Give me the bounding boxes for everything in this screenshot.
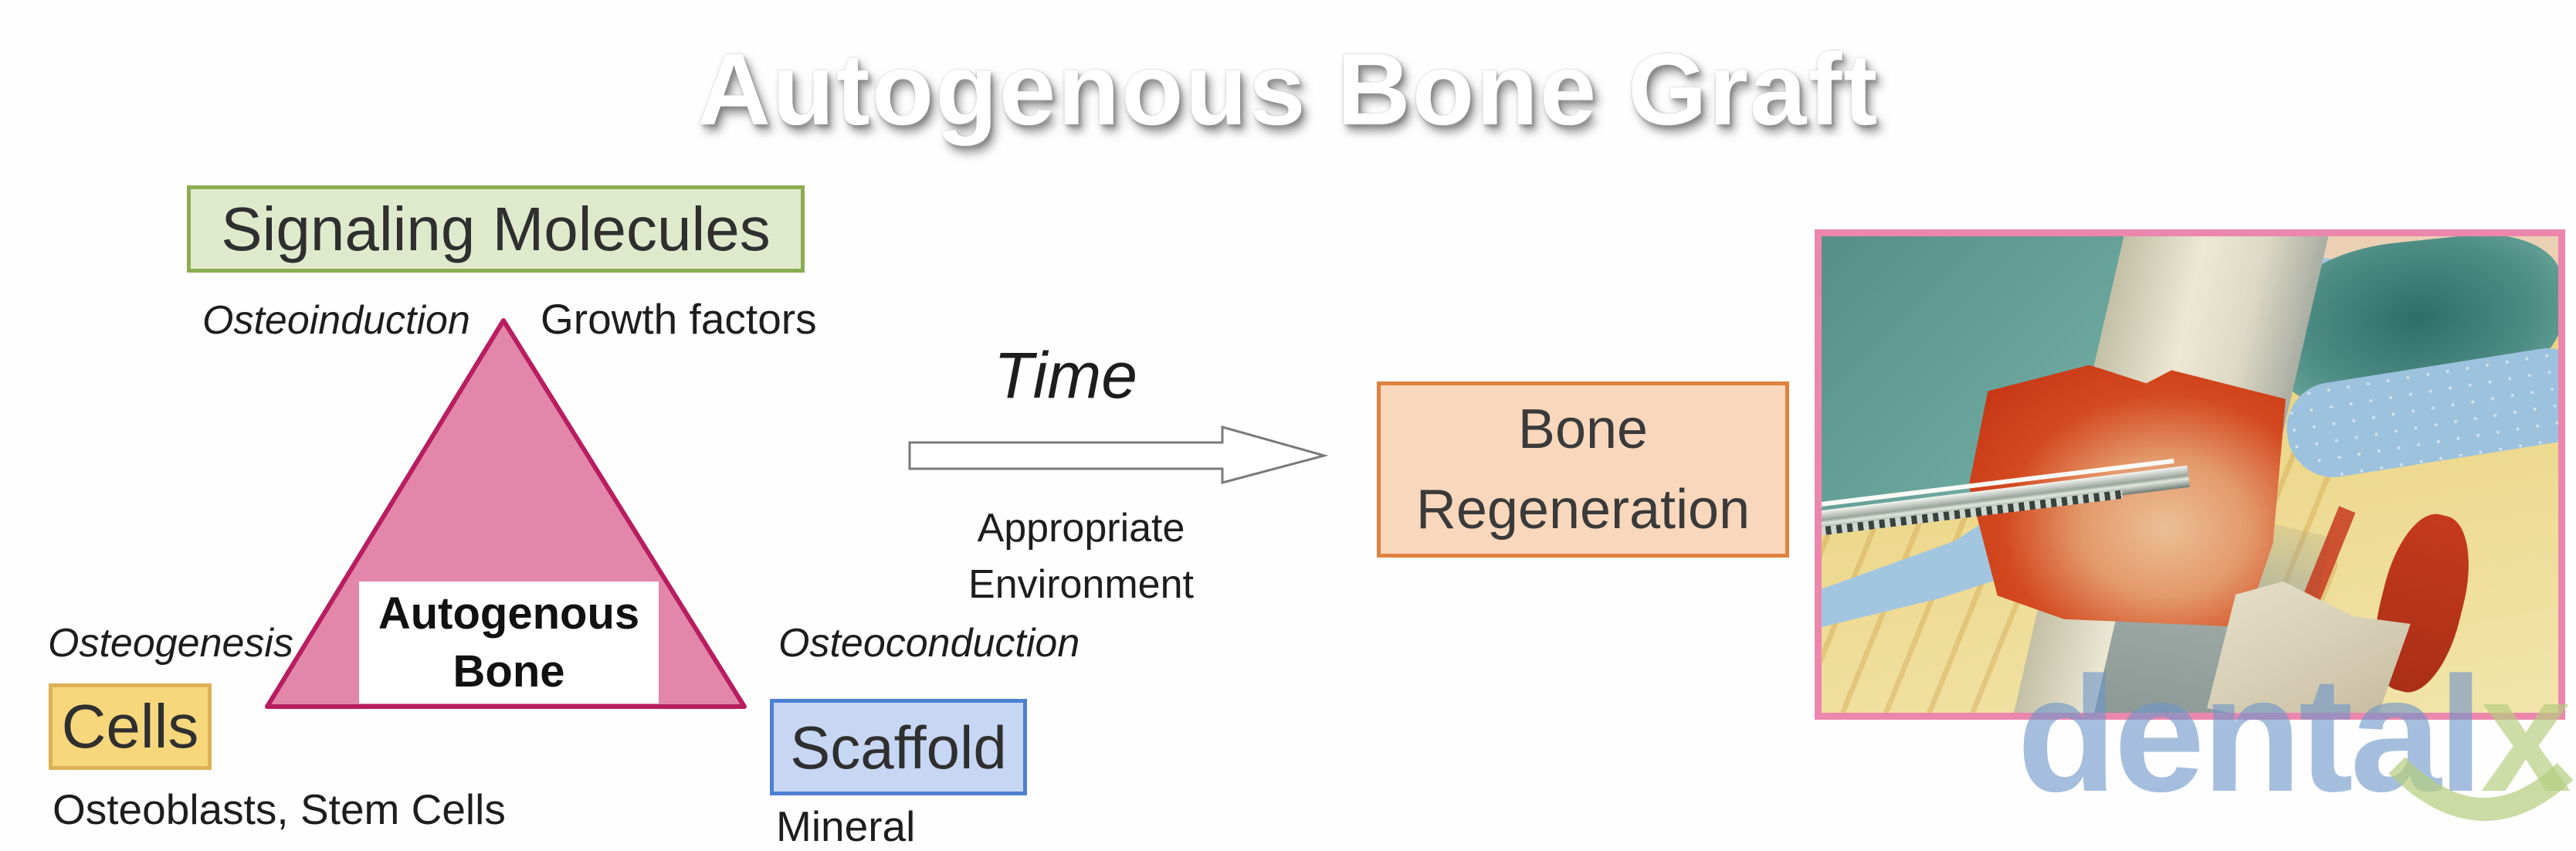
condition-line2: Environment bbox=[968, 561, 1194, 607]
osteogenesis-label: Osteogenesis bbox=[48, 621, 293, 666]
osteoinduction-label: Osteoinduction bbox=[202, 298, 470, 343]
mineral-label: Mineral bbox=[776, 802, 916, 850]
scaffold-label: Scaffold bbox=[790, 713, 1007, 781]
time-arrow bbox=[905, 421, 1334, 495]
signaling-molecules-box: Signaling Molecules bbox=[187, 185, 805, 273]
osteoblasts-stem-cells-label: Osteoblasts, Stem Cells bbox=[53, 785, 506, 833]
watermark-smile-icon bbox=[2388, 757, 2574, 822]
autogenous-bone-line1: Autogenous bbox=[378, 588, 640, 639]
cells-label: Cells bbox=[61, 692, 199, 761]
scaffold-box: Scaffold bbox=[770, 699, 1027, 795]
autogenous-bone-line2: Bone bbox=[452, 646, 565, 697]
growth-factors-label: Growth factors bbox=[541, 295, 817, 343]
bone-regeneration-box: Bone Regeneration bbox=[1377, 381, 1789, 558]
signaling-molecules-label: Signaling Molecules bbox=[221, 194, 771, 263]
cells-box: Cells bbox=[49, 683, 212, 770]
bone-regeneration-line1: Bone bbox=[1517, 398, 1649, 460]
page-title: Autogenous Bone Graft bbox=[697, 32, 1879, 146]
bone-graft-surgical-photo bbox=[1815, 229, 2565, 720]
condition-line1: Appropriate bbox=[977, 506, 1185, 551]
time-label: Time bbox=[994, 339, 1137, 412]
osteoconduction-label: Osteoconduction bbox=[778, 621, 1080, 666]
right-arrow-icon bbox=[908, 426, 1329, 484]
bone-regeneration-line2: Regeneration bbox=[1415, 479, 1751, 541]
appropriate-environment-label: Appropriate Environment bbox=[911, 500, 1251, 613]
autogenous-bone-label-box: Autogenous Bone bbox=[359, 581, 659, 704]
